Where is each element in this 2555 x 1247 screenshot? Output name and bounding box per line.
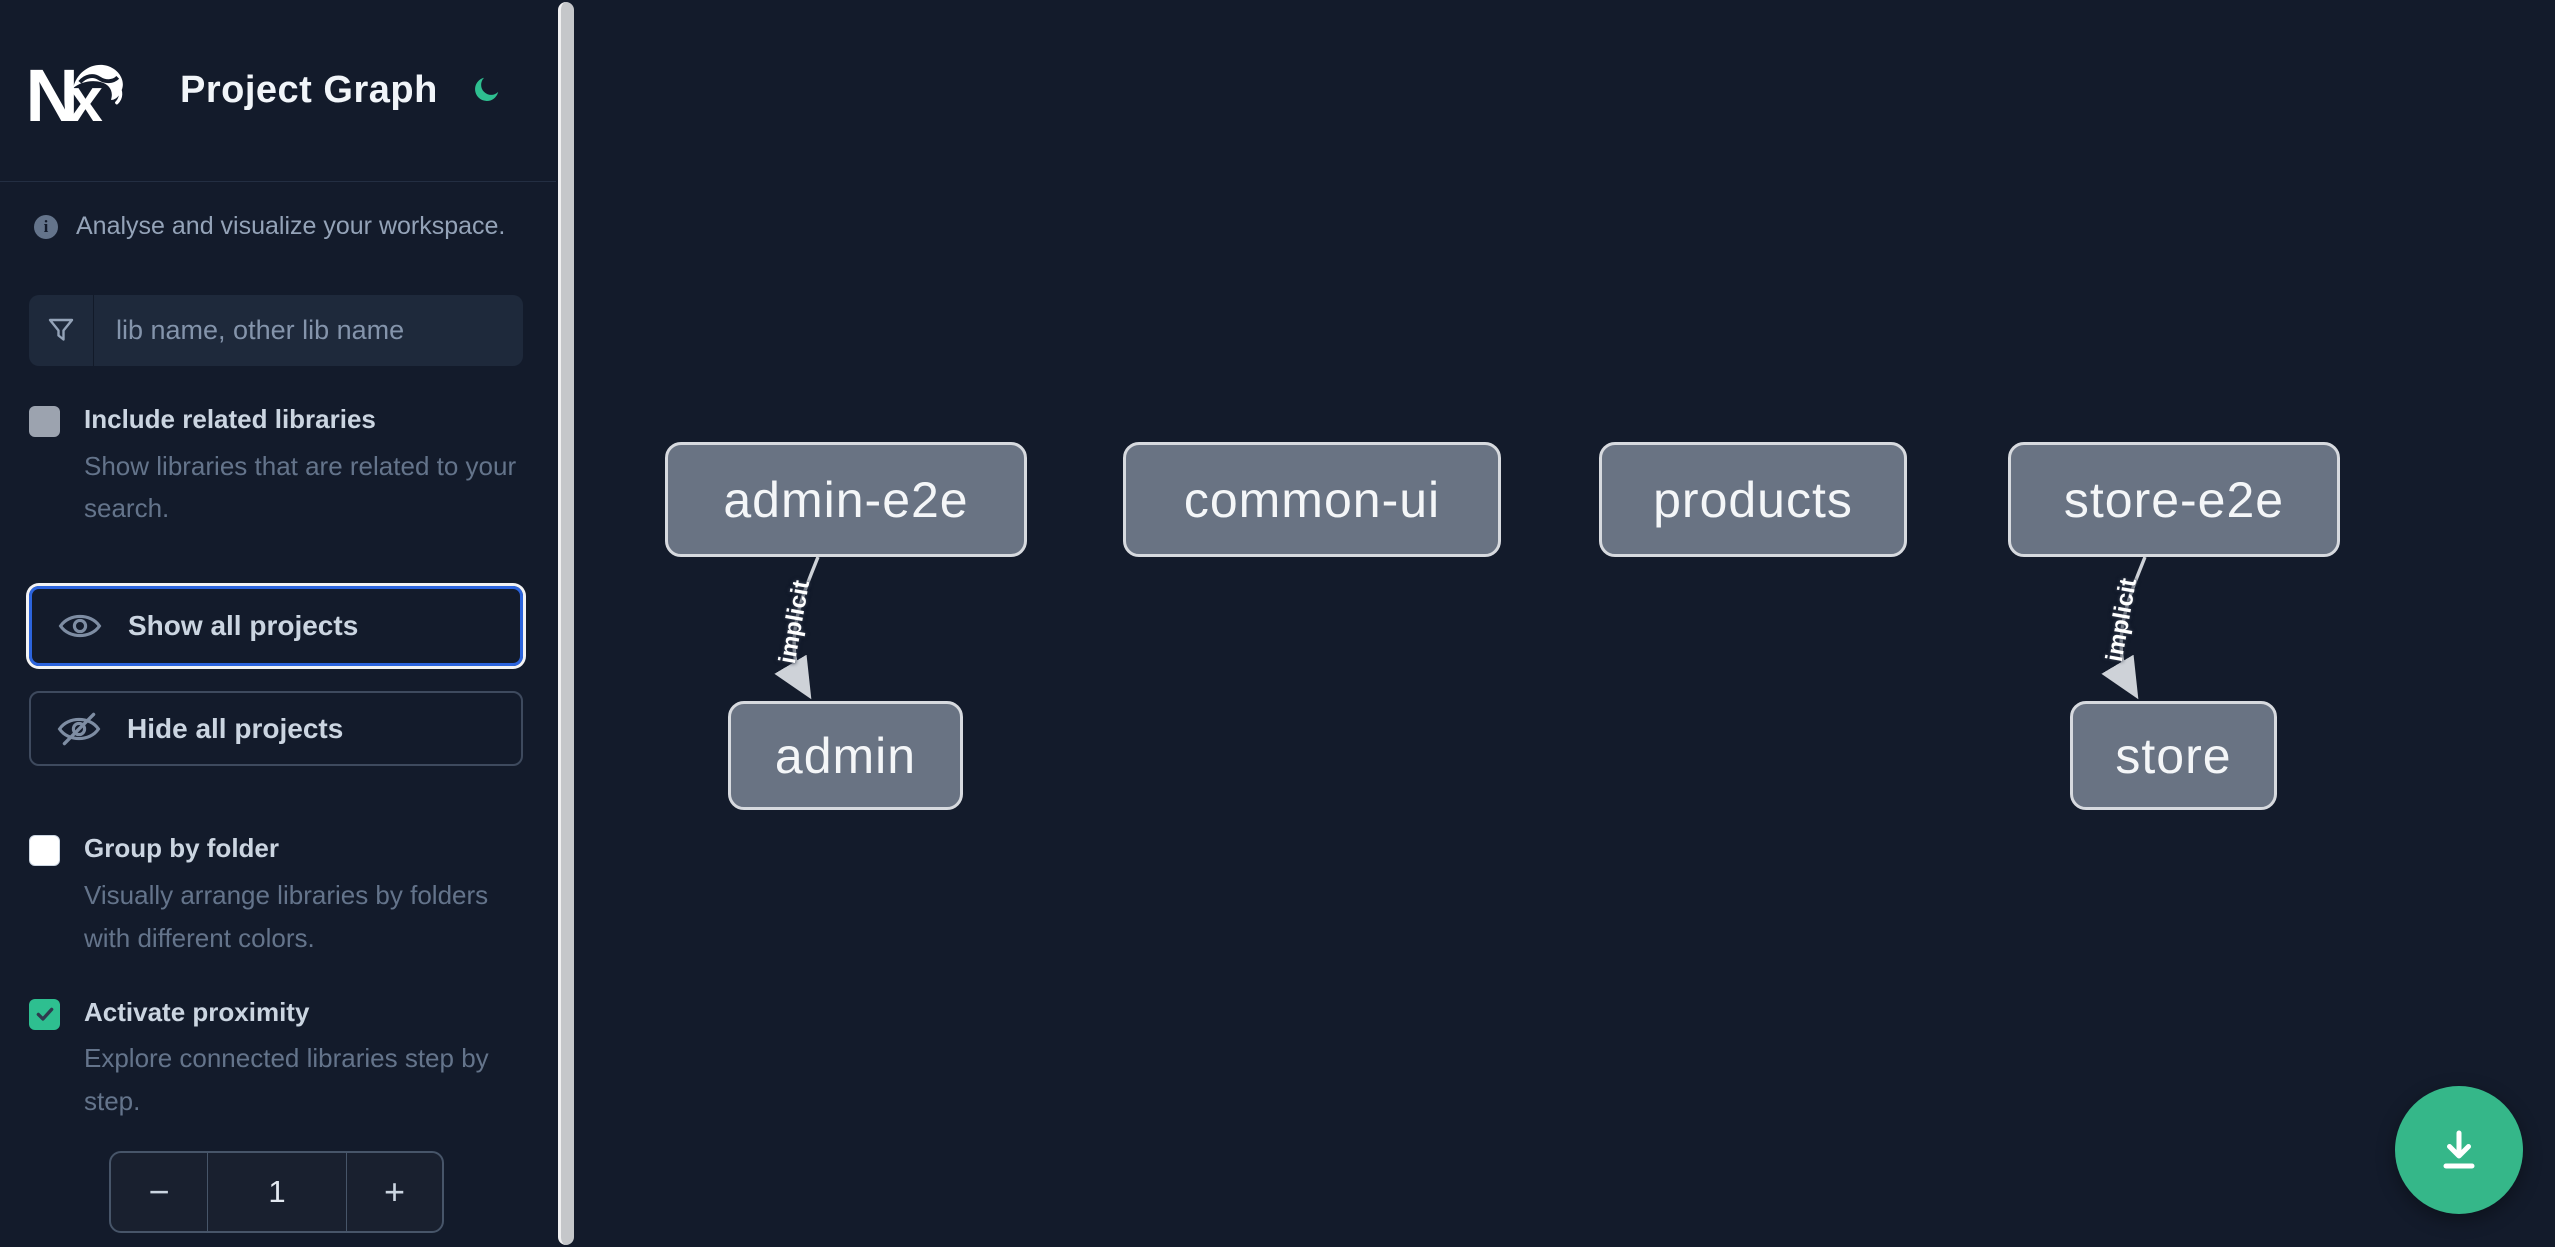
- hide-all-projects-button[interactable]: Hide all projects: [29, 691, 523, 767]
- include-related-label[interactable]: Include related libraries: [84, 404, 376, 434]
- checkmark-icon: [36, 1007, 53, 1021]
- sidebar-scrollbar[interactable]: [558, 2, 574, 1245]
- sidebar-header: N x Project Graph: [0, 0, 557, 182]
- checkbox-group-by-folder[interactable]: [29, 835, 60, 867]
- graph-node-store[interactable]: store: [2070, 701, 2277, 810]
- intro-text: Analyse and visualize your workspace.: [76, 212, 506, 240]
- hide-all-projects-label: Hide all projects: [127, 712, 344, 744]
- graph-node-store-e2e[interactable]: store-e2e: [2008, 442, 2340, 557]
- increment-button[interactable]: +: [346, 1152, 442, 1231]
- include-related-description: Show libraries that are related to your …: [84, 450, 517, 524]
- option-activate-proximity: Activate proximity Explore connected lib…: [29, 996, 529, 1123]
- sidebar-resize-gutter: [556, 0, 577, 1247]
- sidebar: N x Project Graph i Analyse and visualiz…: [0, 0, 557, 1247]
- proximity-depth-value[interactable]: 1: [268, 1173, 286, 1209]
- edge-admin-e2e-to-admin: [774, 556, 820, 700]
- graph-node-products[interactable]: products: [1599, 442, 1907, 557]
- moon-icon: [475, 77, 499, 101]
- download-graph-button[interactable]: [2395, 1086, 2523, 1214]
- checkbox-include-related[interactable]: [29, 406, 60, 437]
- nx-logo-icon: N x: [27, 57, 123, 125]
- page-title: Project Graph: [180, 69, 438, 111]
- download-icon: [2443, 1130, 2475, 1169]
- edge-store-e2e-to-store: [2101, 556, 2147, 700]
- graph-edges-layer: [774, 556, 2147, 700]
- eye-off-icon: [57, 712, 101, 746]
- group-by-folder-description: Visually arrange libraries by folders wi…: [84, 879, 489, 953]
- group-by-folder-label[interactable]: Group by folder: [84, 833, 279, 864]
- show-all-projects-label: Show all projects: [128, 610, 359, 642]
- info-icon: i: [34, 214, 58, 239]
- graph-node-admin[interactable]: admin: [728, 701, 963, 810]
- option-include-related: Include related libraries Show libraries…: [29, 403, 529, 530]
- option-group-by-folder: Group by folder Visually arrange librari…: [29, 832, 529, 959]
- search-input[interactable]: [94, 295, 523, 366]
- filter-search-box: [29, 295, 523, 366]
- graph-node-common-ui[interactable]: common-ui: [1123, 442, 1501, 557]
- eye-icon: [58, 615, 102, 638]
- svg-text:N: N: [27, 57, 79, 125]
- graph-node-admin-e2e[interactable]: admin-e2e: [665, 442, 1027, 557]
- workspace-intro: i Analyse and visualize your workspace.: [34, 212, 557, 241]
- decrement-button[interactable]: −: [111, 1152, 208, 1231]
- dark-mode-toggle[interactable]: [469, 73, 505, 109]
- activate-proximity-description: Explore connected libraries step by step…: [84, 1043, 489, 1116]
- checkbox-activate-proximity[interactable]: [29, 998, 60, 1030]
- funnel-icon: [29, 295, 94, 366]
- project-graph-canvas[interactable]: admin-e2e common-ui products store-e2e a…: [577, 0, 2555, 1247]
- proximity-depth-stepper: − 1 +: [109, 1150, 444, 1233]
- activate-proximity-label[interactable]: Activate proximity: [84, 996, 310, 1027]
- show-all-projects-button[interactable]: Show all projects: [29, 586, 523, 667]
